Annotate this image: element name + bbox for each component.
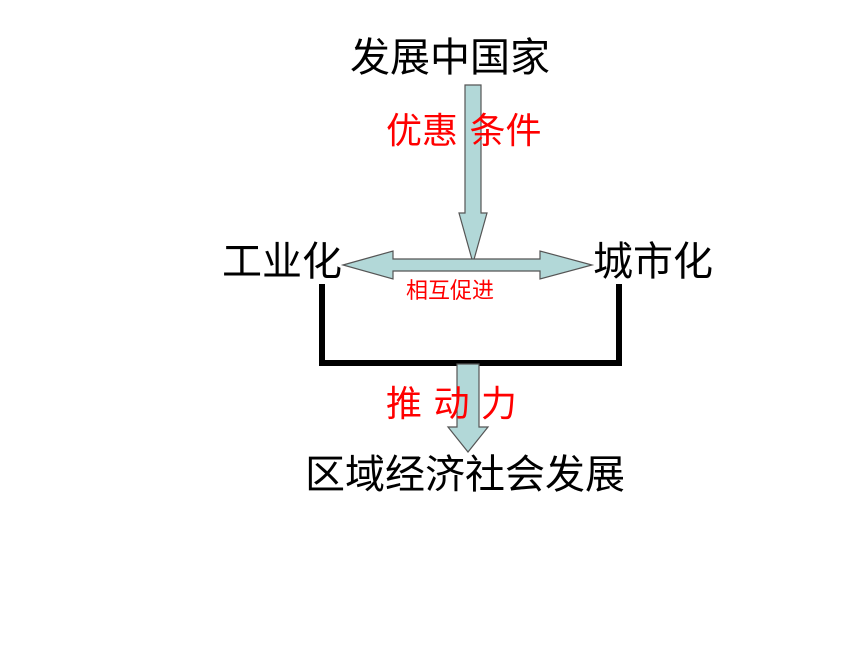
label-driving-force: 推 动 力 [386, 384, 517, 425]
node-industrialization: 工业化 [222, 239, 342, 285]
label-preferential-conditions: 优惠 条件 [386, 111, 542, 152]
node-developing-countries: 发展中国家 [350, 35, 550, 81]
node-regional-development: 区域经济社会发展 [305, 452, 625, 498]
connector-bracket [319, 284, 622, 366]
double-arrow-horizontal [340, 250, 595, 280]
down-arrow-bottom [446, 363, 490, 453]
label-mutual-promotion: 相互促进 [406, 279, 495, 304]
node-urbanization: 城市化 [593, 239, 713, 285]
down-arrow-top [458, 84, 488, 266]
